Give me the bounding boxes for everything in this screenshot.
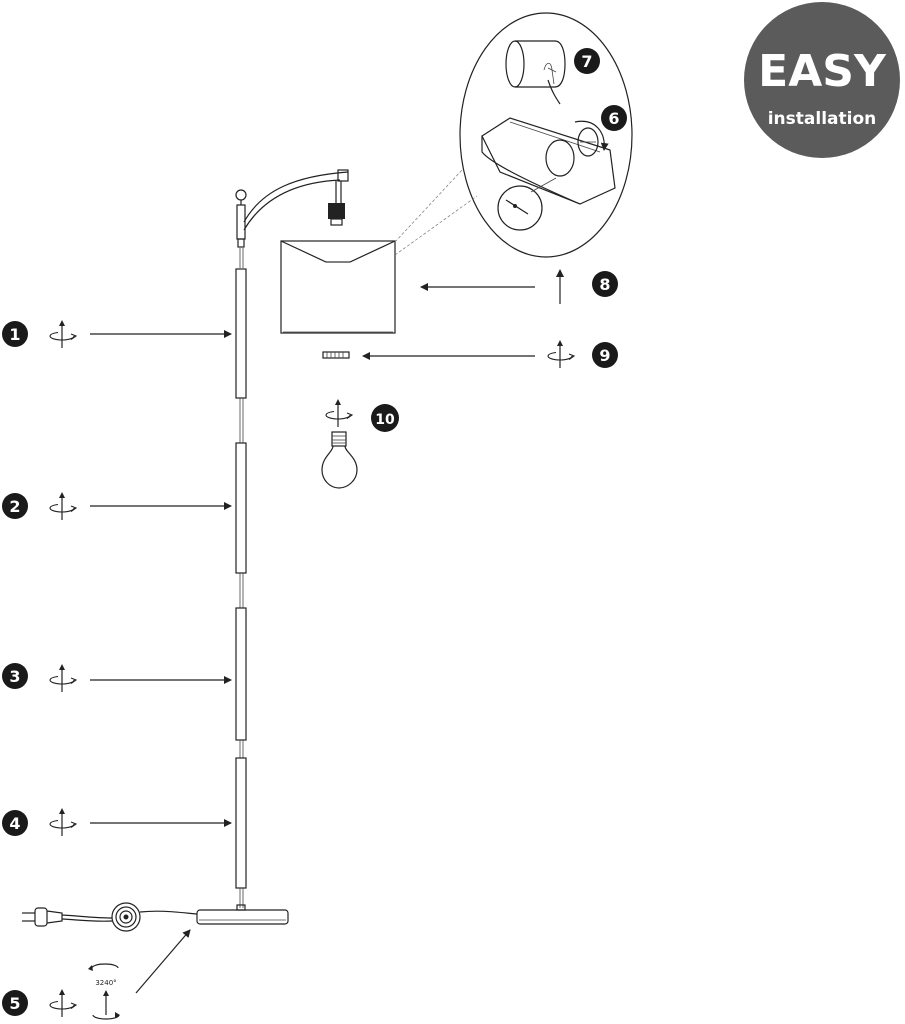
lamp-pole [196, 169, 349, 925]
foot-switch [111, 902, 141, 932]
step-2: 2 [2, 493, 28, 519]
plug [34, 907, 48, 927]
pole-section-1 [235, 268, 247, 399]
step-3: 3 [2, 663, 28, 689]
svg-text:3: 3 [9, 667, 20, 686]
power-cord [22, 902, 198, 932]
easy-installation-badge: EASY installation [744, 2, 900, 158]
pole-section-4 [235, 757, 247, 889]
pole-section-2 [235, 442, 247, 574]
badge-circle [744, 2, 900, 158]
step-5: 5 [2, 990, 28, 1016]
rotate-screw-icon [325, 398, 353, 428]
base-rotation-icon: 3240° [88, 963, 120, 1020]
step-9: 9 [592, 342, 618, 368]
lamp-base [196, 909, 289, 925]
svg-text:1: 1 [9, 325, 20, 344]
step-4: 4 [2, 810, 28, 836]
svg-text:5: 5 [9, 994, 20, 1013]
svg-text:6: 6 [608, 109, 619, 128]
light-bulb [321, 431, 358, 489]
step-6: 6 [601, 105, 627, 131]
badge-subtitle: installation [768, 109, 877, 129]
lamp-arm [243, 171, 349, 223]
assembly-arrows [90, 269, 564, 994]
svg-text:2: 2 [9, 497, 20, 516]
rotation-icons: 3240° [49, 319, 575, 1020]
step-1: 1 [2, 321, 28, 347]
rotate-screw-icon [49, 988, 77, 1018]
pole-section-3 [235, 607, 247, 741]
svg-text:10: 10 [375, 412, 395, 428]
shade-detail-callout [394, 12, 633, 258]
rotate-screw-icon [49, 663, 77, 693]
step-10: 10 [371, 404, 399, 432]
rotate-screw-icon [547, 339, 575, 369]
pole-finial [235, 189, 247, 201]
rotate-screw-icon [49, 807, 77, 837]
lamp-shade [280, 240, 396, 334]
svg-text:7: 7 [581, 52, 592, 71]
step-8: 8 [592, 271, 618, 297]
badge-title: EASY [758, 46, 887, 97]
base-rotation-angle: 3240° [95, 979, 116, 987]
rotate-screw-icon [49, 491, 77, 521]
step-numbers: 1 2 3 4 5 6 7 8 [2, 48, 627, 1016]
svg-text:4: 4 [9, 814, 20, 833]
svg-text:8: 8 [599, 275, 610, 294]
shade-ring [322, 351, 350, 359]
lamp-socket [328, 203, 345, 219]
svg-text:9: 9 [599, 346, 610, 365]
rotate-screw-icon [49, 319, 77, 349]
step-7: 7 [574, 48, 600, 74]
